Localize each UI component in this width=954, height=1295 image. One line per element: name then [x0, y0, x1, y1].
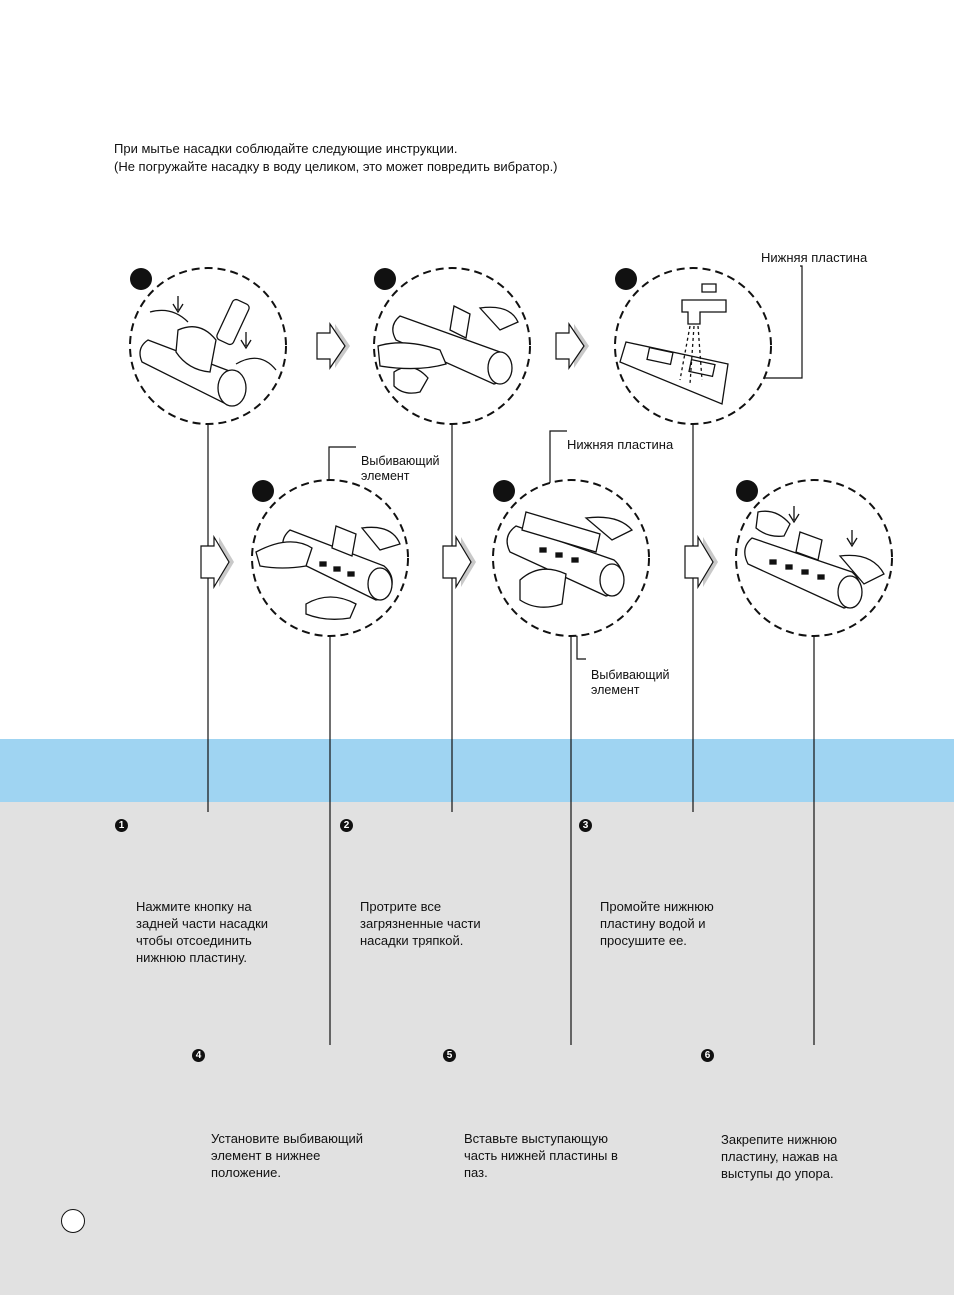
step-number-5: 5: [443, 1049, 456, 1062]
step-number-3: 3: [579, 819, 592, 832]
nozzle-sketch-6: [744, 506, 885, 609]
step-number-1: 1: [115, 819, 128, 832]
label-beater-b: Выбивающий элемент: [591, 668, 670, 697]
step-4-text: Установите выбивающий элемент в нижнее п…: [211, 1131, 364, 1180]
step-5-marker: [493, 480, 515, 502]
arrow-2-3: [555, 322, 589, 370]
step-2-text: Протрите все загрязненные части насадки …: [360, 899, 481, 948]
step-number-4: 4: [192, 1049, 205, 1062]
intro-line-1: При мытье насадки соблюдайте следующие и…: [114, 141, 458, 156]
page-number-circle: [61, 1209, 85, 1233]
step-1-text: Нажмите кнопку на задней части насадки ч…: [136, 899, 269, 965]
nozzle-sketch-4: [255, 525, 401, 620]
arrow-3-6: [684, 534, 718, 590]
callout-lower-plate-top: [740, 265, 803, 379]
step-number-6: 6: [701, 1049, 714, 1062]
label-beater-a: Выбивающий элемент: [361, 454, 440, 483]
nozzle-sketch-1: [139, 296, 277, 407]
arrows: [200, 322, 718, 590]
nozzle-sketch-5: [506, 511, 634, 608]
step-6-text: Закрепите нижнюю пластину, нажав на выст…: [721, 1132, 838, 1181]
intro-text: При мытье насадки соблюдайте следующие и…: [114, 140, 558, 176]
arrow-1-2: [316, 322, 350, 370]
step-number-2: 2: [340, 819, 353, 832]
step-6-marker: [736, 480, 758, 502]
step-2-marker: [374, 268, 396, 290]
arrow-2-5: [442, 534, 476, 590]
label-lower-plate-top: Нижняя пластина: [761, 250, 868, 265]
label-lower-plate-mid: Нижняя пластина: [567, 437, 674, 452]
nozzle-sketch-2: [377, 305, 519, 394]
grey-panel: [0, 802, 954, 1295]
step-5-text: Вставьте выступающую часть нижней пласти…: [464, 1131, 618, 1180]
step-3-text: Промойте нижнюю пластину водой и просуши…: [600, 899, 714, 948]
step-3-marker: [615, 268, 637, 290]
step-4-marker: [252, 480, 274, 502]
blue-band: [0, 739, 954, 802]
intro-line-2: (Не погружайте насадку в воду целиком, э…: [114, 159, 558, 174]
nozzle-sketch-3: [619, 283, 729, 405]
arrow-1-4: [200, 534, 234, 590]
step-1-marker: [130, 268, 152, 290]
